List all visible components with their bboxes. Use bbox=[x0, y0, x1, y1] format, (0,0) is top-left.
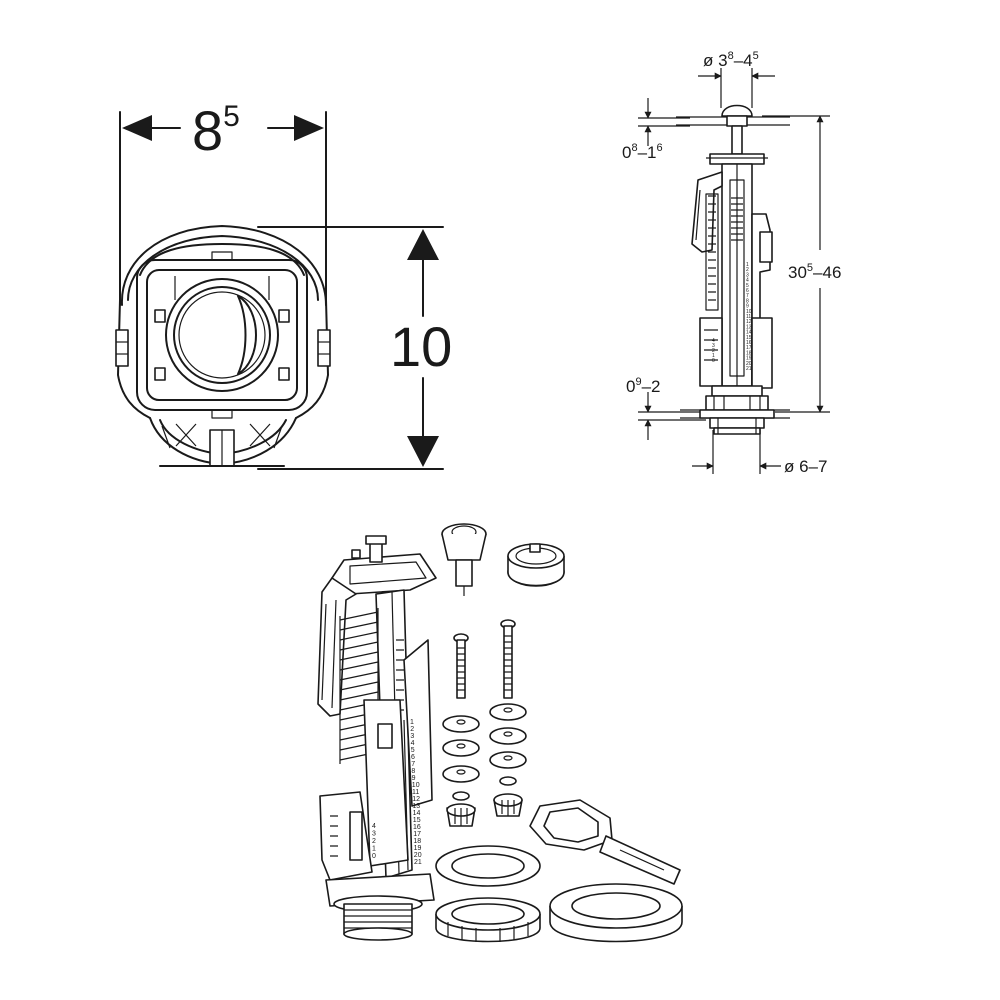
height-label: 10 bbox=[390, 315, 452, 378]
nut-left bbox=[446, 791, 476, 827]
exploded-scale-number: 19 bbox=[414, 845, 422, 852]
washers bbox=[442, 703, 527, 786]
side-scale-number: 10 bbox=[746, 309, 752, 315]
exploded-scale-number: 15 bbox=[413, 817, 421, 824]
top-range-dimension: 08–16 bbox=[622, 98, 690, 162]
exploded-scale-number: 21 bbox=[414, 859, 422, 866]
spring bbox=[339, 608, 379, 764]
push-button-part bbox=[441, 523, 487, 596]
bottom-range-label: 09–2 bbox=[626, 376, 661, 396]
valve-top-body bbox=[115, 225, 331, 467]
nut-right bbox=[493, 793, 523, 817]
side-scale-number: 6 bbox=[746, 288, 749, 294]
side-scale-number: 8 bbox=[746, 298, 749, 304]
side-scale-number: 14 bbox=[746, 330, 752, 336]
button-diameter-label: ø 38–45 bbox=[703, 50, 759, 70]
side-scale bbox=[729, 179, 745, 377]
side-scale-number: 19 bbox=[746, 356, 752, 362]
outlet-diameter-label: ø 6–7 bbox=[784, 457, 827, 476]
side-scale-number: 15 bbox=[746, 335, 752, 341]
side-small-scale-number: 0 bbox=[712, 358, 715, 364]
side-scale-number: 18 bbox=[746, 350, 752, 356]
exploded-scale-number: 20 bbox=[414, 852, 422, 859]
total-height-label: 305–46 bbox=[788, 262, 841, 282]
gasket-ring-bottom bbox=[549, 883, 683, 943]
exploded-scale-number: 9 bbox=[412, 775, 416, 782]
side-scale-number: 17 bbox=[746, 345, 752, 351]
side-scale-number: 21 bbox=[746, 366, 752, 372]
side-small-scale-number: 2 bbox=[712, 348, 715, 354]
exploded-scale-number: 11 bbox=[412, 789, 419, 796]
button-diameter-dimension: ø 38–45 bbox=[698, 50, 775, 108]
lock-nut bbox=[435, 897, 541, 943]
bottom-range-dimension: 09–2 bbox=[626, 376, 706, 440]
exploded-small-scale-number: 0 bbox=[372, 853, 376, 860]
exploded-scale-number: 7 bbox=[411, 761, 415, 768]
exploded-small-scale-number: 3 bbox=[372, 831, 376, 838]
screw-right bbox=[500, 619, 516, 699]
exploded-scale-number: 4 bbox=[411, 740, 415, 747]
exploded-scale-number: 17 bbox=[413, 831, 421, 838]
top-view: 85 10 bbox=[115, 99, 452, 470]
side-scale-number: 5 bbox=[746, 283, 749, 289]
exploded-scale-number: 8 bbox=[411, 768, 415, 775]
outlet-diameter-dimension: ø 6–7 bbox=[692, 430, 827, 476]
side-scale-number: 3 bbox=[746, 272, 749, 278]
collar-ring bbox=[507, 543, 565, 587]
side-scale-number: 12 bbox=[746, 319, 752, 325]
width-label: 85 bbox=[192, 99, 240, 162]
screw-left bbox=[453, 633, 469, 699]
side-scale-number: 11 bbox=[746, 314, 751, 320]
side-scale-number: 9 bbox=[746, 304, 749, 310]
side-view: ø 38–45 08–16 305–46 bbox=[622, 50, 841, 476]
key-tool bbox=[529, 799, 681, 885]
top-range-label: 08–16 bbox=[622, 142, 663, 162]
exploded-scale-number: 14 bbox=[413, 810, 421, 817]
gasket-ring-top bbox=[435, 845, 541, 887]
exploded-scale bbox=[403, 719, 409, 871]
side-small-scale-number: 1 bbox=[712, 353, 715, 359]
exploded-valve-body bbox=[317, 535, 437, 941]
total-height-dimension: 305–46 bbox=[762, 115, 841, 413]
exploded-scale-number: 2 bbox=[410, 726, 414, 733]
exploded-scale-number: 13 bbox=[412, 803, 420, 810]
exploded-small-scale-number: 1 bbox=[372, 846, 376, 853]
exploded-scale-number: 3 bbox=[410, 733, 414, 740]
side-scale-number: 2 bbox=[746, 267, 749, 273]
exploded-scale-number: 12 bbox=[412, 796, 420, 803]
exploded-scale-number: 10 bbox=[412, 782, 420, 789]
side-scale-number: 1 bbox=[746, 262, 749, 268]
exploded-scale-number: 16 bbox=[413, 824, 421, 831]
side-small-scale-number: 4 bbox=[712, 338, 715, 344]
exploded-small-scale-number: 4 bbox=[372, 823, 376, 830]
side-scale-number: 16 bbox=[746, 340, 752, 346]
side-scale-number: 4 bbox=[746, 278, 749, 284]
side-scale-number: 20 bbox=[746, 361, 752, 367]
side-valve-body bbox=[691, 104, 775, 435]
side-small-scale-number: 3 bbox=[712, 343, 715, 349]
side-scale-number: 7 bbox=[746, 293, 749, 299]
exploded-scale-number: 6 bbox=[411, 754, 415, 761]
side-scale-number: 13 bbox=[746, 324, 752, 330]
exploded-scale-number: 1 bbox=[410, 719, 414, 726]
height-dimension: 10 bbox=[257, 226, 452, 470]
exploded-scale-number: 18 bbox=[413, 838, 421, 845]
exploded-small-scale-number: 2 bbox=[372, 838, 376, 845]
exploded-scale-number: 5 bbox=[411, 747, 415, 754]
width-dimension: 85 bbox=[119, 99, 327, 306]
